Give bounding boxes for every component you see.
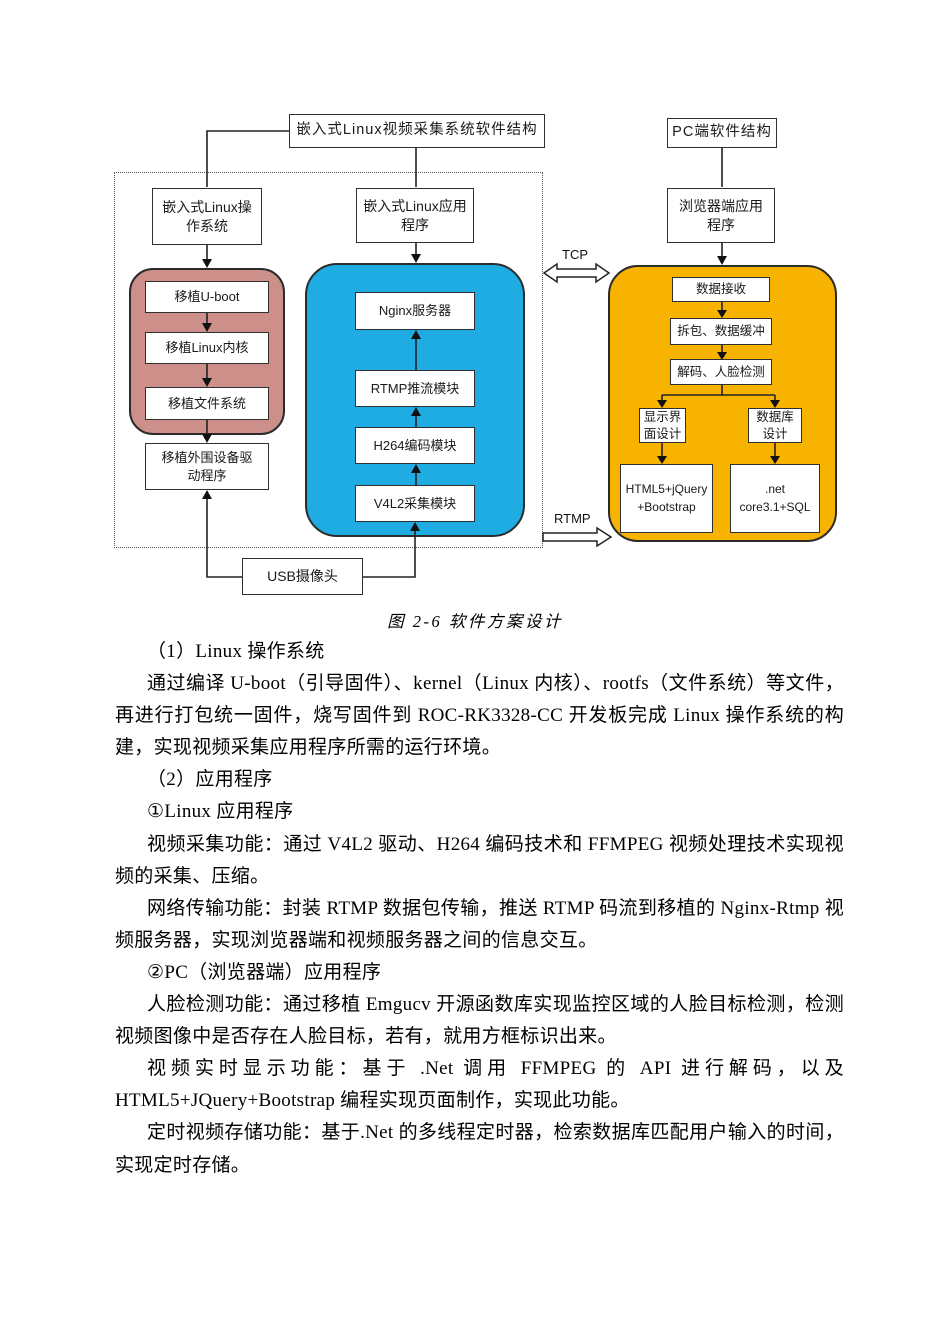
port-rootfs-box: 移植文件系统 [145,387,269,420]
body-text: （1）Linux 操作系统 通过编译 U-boot（引导固件）、kernel（L… [115,636,844,1182]
port-kernel-box: 移植Linux内核 [145,332,269,364]
usb-camera-box: USB摄像头 [242,558,363,595]
port-uboot-box: 移植U-boot [145,281,269,313]
frontend-tech-box: HTML5+jQuery +Bootstrap [620,464,713,533]
embedded-os-box: 嵌入式Linux操 作系统 [152,188,262,245]
software-architecture-diagram: 嵌入式Linux视频采集系统软件结构 PC端软件结构 嵌入式Linux操 作系统… [0,0,950,610]
paragraph: 视频采集功能：通过 V4L2 驱动、H264 编码技术和 FFMPEG 视频处理… [115,833,844,887]
decode-face-detect-box: 解码、人脸检测 [670,359,772,385]
paragraph: 定时视频存储功能：基于.Net 的多线程定时器，检索数据库匹配用户输入的时间，实… [115,1122,844,1176]
unpack-buffer-box: 拆包、数据缓冲 [670,318,772,345]
ui-design-box: 显示界 面设计 [639,408,686,443]
paragraph: 人脸检测功能：通过移植 Emgucv 开源函数库实现监控区域的人脸目标检测，检测… [115,994,844,1048]
h264-encode-module-box: H264编码模块 [355,427,475,464]
paragraph: （2）应用程序 [147,769,273,791]
pc-structure-title: PC端软件结构 [667,118,777,148]
data-receive-box: 数据接收 [672,277,770,302]
paragraph: ①Linux 应用程序 [147,801,294,823]
paragraph: ②PC（浏览器端）应用程序 [147,961,382,983]
rtmp-label: RTMP [554,511,591,526]
db-design-box: 数据库 设计 [748,408,802,443]
browser-app-box: 浏览器端应用 程序 [667,188,775,243]
paragraph: （1）Linux 操作系统 [147,641,325,662]
port-driver-box: 移植外围设备驱 动程序 [145,443,269,490]
tcp-label: TCP [562,247,588,262]
paragraph: 视频实时显示功能：基于 .Net 调用 FFMPEG 的 API 进行解码，以及… [115,1058,844,1112]
paragraph: 通过编译 U-boot（引导固件）、kernel（Linux 内核）、rootf… [115,673,844,759]
figure-caption: 图 2-6 软件方案设计 [387,612,563,631]
embedded-system-boundary [114,172,543,548]
tcp-arrow [542,262,611,284]
rtmp-push-module-box: RTMP推流模块 [355,370,475,407]
backend-tech-box: .net core3.1+SQL [730,464,820,533]
embedded-structure-title: 嵌入式Linux视频采集系统软件结构 [289,114,545,148]
nginx-server-box: Nginx服务器 [355,292,475,330]
rtmp-arrow [542,526,613,548]
embedded-app-box: 嵌入式Linux应用 程序 [356,188,474,243]
paragraph: 网络传输功能：封装 RTMP 数据包传输，推送 RTMP 码流到移植的 Ngin… [115,897,844,951]
v4l2-capture-module-box: V4L2采集模块 [355,485,475,522]
